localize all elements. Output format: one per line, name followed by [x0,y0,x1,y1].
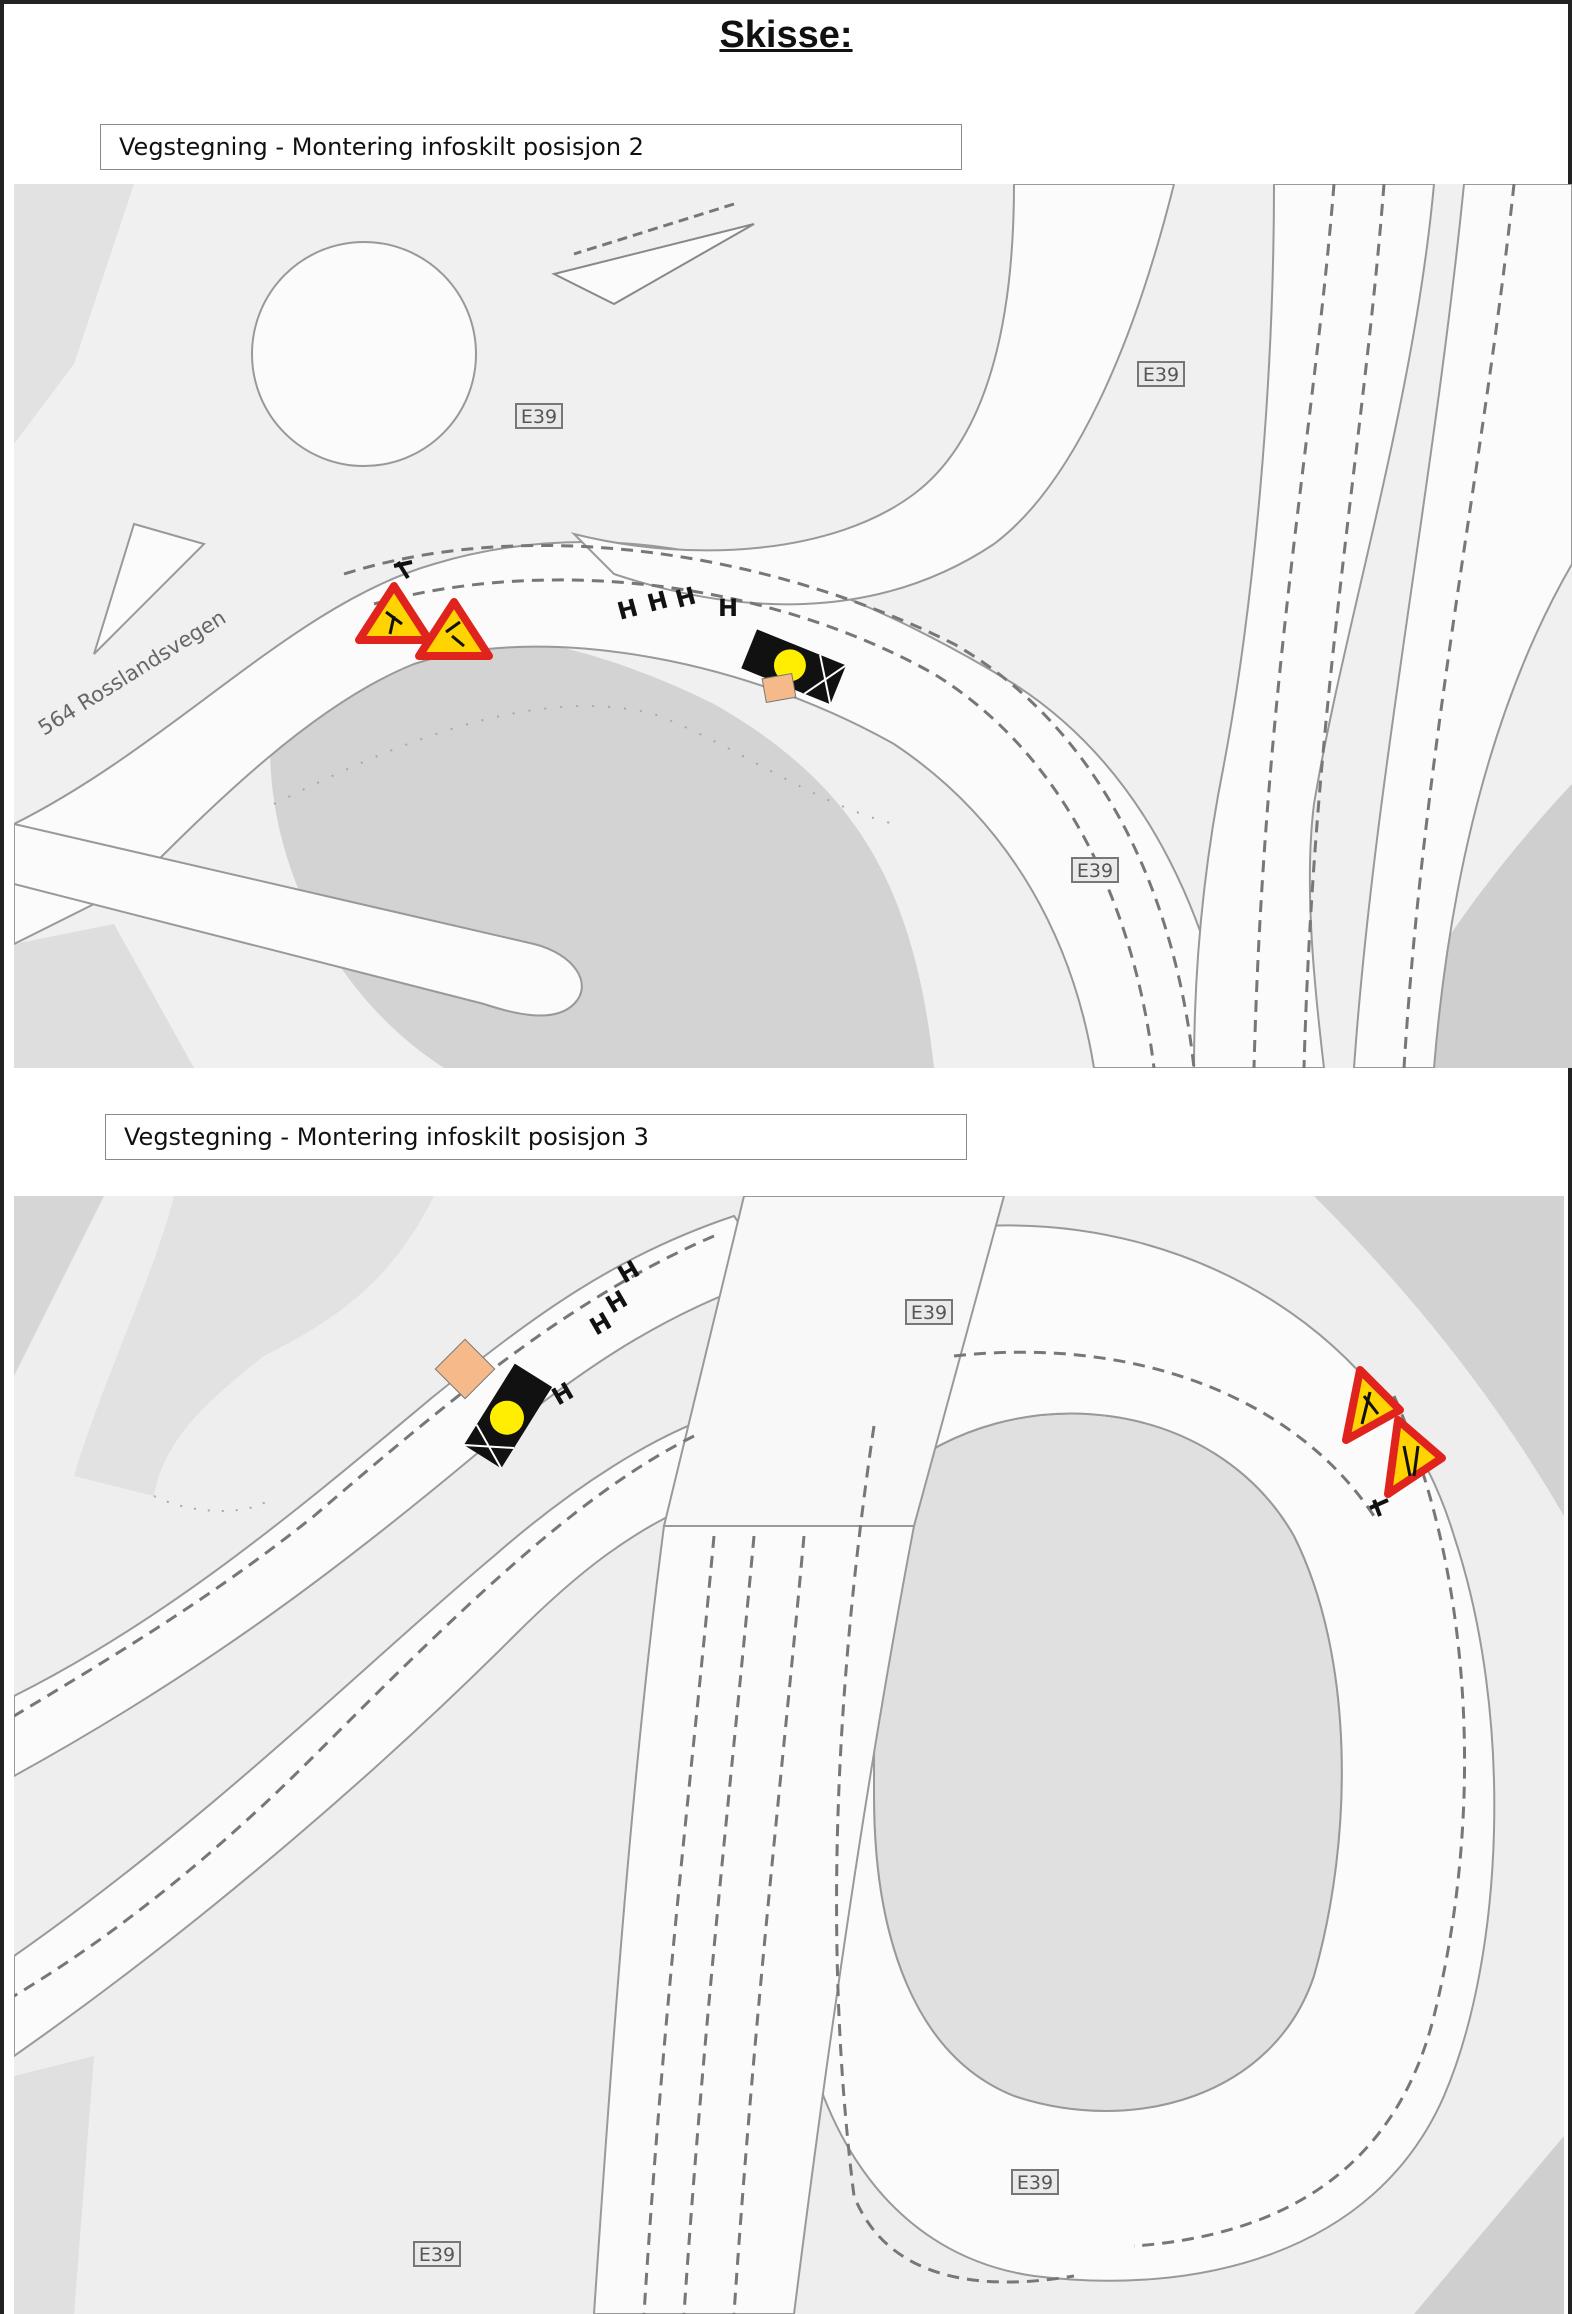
caption-text: Vegstegning - Montering infoskilt posisj… [119,133,644,161]
page-title: Skisse: [719,14,853,56]
route-shield-e39: E39 [905,1299,953,1325]
route-shield-e39: E39 [1011,2169,1059,2195]
svg-text:E39: E39 [521,406,557,428]
svg-text:E39: E39 [1143,364,1179,386]
warning-triangle-icon [355,582,433,644]
road-sketch-position-3: E39 E39 E39 H H H H [14,1196,1564,2314]
info-sign-icon [761,672,797,704]
info-sign-icon [434,1338,496,1400]
svg-text:E39: E39 [419,2244,455,2266]
route-shield-e39: E39 [413,2241,461,2267]
map-canvas: E39 E39 E39 564 Rosslandsvegen H H H H [14,184,1572,1068]
route-shield-e39: E39 [515,403,563,429]
svg-text:E39: E39 [911,1302,947,1324]
road-narrows-sign-icon [1384,1416,1446,1498]
caption-text: Vegstegning - Montering infoskilt posisj… [124,1123,649,1151]
map-canvas: E39 E39 E39 H H H H [14,1196,1564,2314]
sketch-caption-position-2: Vegstegning - Montering infoskilt posisj… [100,124,962,170]
roadwork-sign-icon [415,598,493,660]
roadwork-sign-icon [1342,1366,1404,1444]
route-shield-e39: E39 [1071,857,1119,883]
work-vehicle-icon [741,629,847,705]
guard-post-icon [1369,1498,1389,1517]
svg-text:E39: E39 [1017,2172,1053,2194]
sketch-caption-position-3: Vegstegning - Montering infoskilt posisj… [105,1114,967,1160]
guard-post-icon [393,560,413,580]
svg-text:E39: E39 [1077,860,1113,882]
road-sketch-position-2: E39 E39 E39 564 Rosslandsvegen H H H H [14,184,1572,1068]
work-vehicle-icon [463,1363,553,1469]
svg-text:H: H [718,594,738,622]
route-shield-e39: E39 [1137,361,1185,387]
